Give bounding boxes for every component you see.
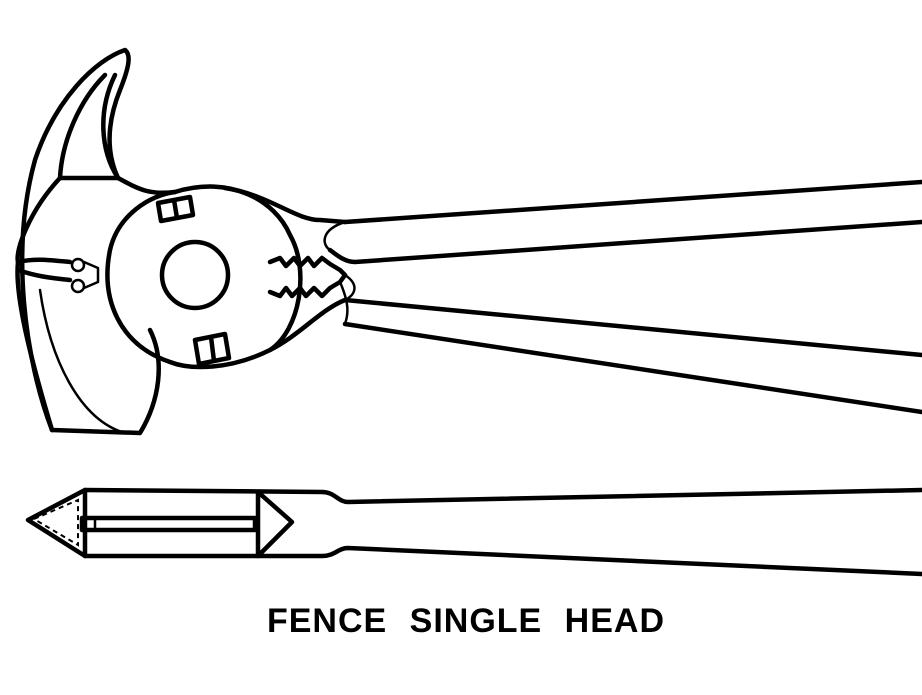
plier-top-view	[25, 487, 922, 577]
plier-side-view	[15, 47, 922, 436]
figure-caption: FENCE SINGLE HEAD	[266, 602, 666, 640]
lower-lobe-inner	[38, 288, 127, 435]
top-view-tip	[25, 487, 88, 559]
claw-inner-curve	[57, 72, 121, 181]
handle-gap-lower	[338, 273, 356, 326]
top-view-jaw-body	[82, 487, 922, 577]
jaw-rivet-top	[70, 257, 86, 273]
upper-rivet-slot	[155, 194, 196, 224]
jaw-slit-end	[82, 260, 100, 290]
top-view-cutter-slot	[79, 515, 258, 533]
pivot-circle	[159, 239, 231, 311]
handle-gap-upper	[323, 220, 347, 252]
lower-handle	[342, 297, 922, 415]
serrated-jaw	[267, 255, 348, 299]
upper-neck	[222, 185, 348, 225]
head-top-edge	[57, 175, 178, 196]
upper-handle	[327, 179, 922, 265]
jaw-rivet-bottom	[70, 278, 86, 294]
top-view-tip-dashed	[31, 498, 79, 547]
lower-lobe	[49, 327, 161, 436]
pivot-body	[105, 184, 303, 370]
hammer-head-outline	[19, 47, 131, 433]
lower-neck	[267, 297, 348, 353]
lower-rivet-slot	[192, 331, 232, 367]
jaw-slit	[15, 257, 73, 283]
top-view-pivot-plate	[255, 489, 295, 559]
